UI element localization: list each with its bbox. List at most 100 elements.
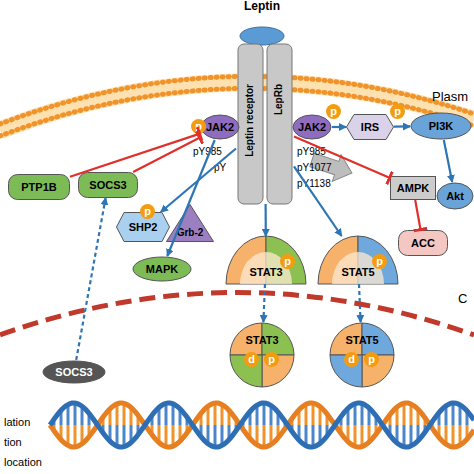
activation-arrow	[359, 284, 361, 322]
node-subtitle: LepRb	[273, 84, 284, 115]
phospho-mark: p	[372, 254, 387, 269]
dna-rung	[123, 425, 126, 447]
node-title: JAK2	[298, 121, 326, 133]
dna-rung	[214, 403, 217, 425]
phospho-mark: p	[390, 104, 405, 119]
kinase: MAPK	[132, 256, 192, 282]
gene-product: SOCS3	[42, 360, 106, 384]
rounded-shape	[79, 173, 138, 198]
kinase: JAK2	[200, 114, 240, 140]
connector	[76, 198, 105, 360]
phospho-mark: p	[191, 119, 206, 134]
connector	[394, 126, 410, 127]
dna-rung	[452, 403, 455, 425]
site-label: pY985	[297, 146, 326, 157]
dna-helix	[50, 403, 474, 447]
dimer: STAT5	[322, 322, 402, 388]
activation-arrow	[265, 204, 267, 236]
node-title: STAT5	[341, 266, 374, 278]
kinase: JAK2	[292, 114, 332, 140]
inhibition-line	[70, 134, 200, 177]
node-title: PTP1B	[21, 181, 56, 193]
node-outline	[222, 322, 302, 388]
node-title: AMPK	[397, 182, 429, 194]
site-label: pY985	[193, 146, 222, 157]
dna-strand	[50, 403, 474, 447]
inhibition-line	[294, 137, 390, 179]
dna-rung	[312, 425, 315, 447]
dimer: STAT3	[222, 322, 302, 388]
dna-rung	[214, 425, 217, 447]
kinase-box: AMPK	[390, 176, 436, 200]
ellipse-shape	[133, 257, 191, 281]
region-label: C	[458, 292, 467, 306]
node-title: IRS	[361, 121, 379, 133]
legend-row: tion	[2, 436, 24, 448]
legend-row: lation	[2, 416, 32, 428]
dna-rung	[263, 403, 266, 425]
activation-arrow	[161, 149, 236, 213]
phospho-mark: p	[264, 352, 279, 367]
legend-text: location	[2, 456, 44, 468]
connector	[415, 200, 420, 230]
kinase: Akt	[436, 182, 474, 210]
node-title: SHP2	[129, 221, 158, 233]
receptor-chain	[238, 44, 263, 204]
node-title: MAPK	[146, 263, 178, 275]
node-title: STAT3	[249, 266, 282, 278]
activation-arrow	[394, 125, 410, 127]
dna-rung	[361, 404, 364, 425]
phospho-mark: p	[326, 104, 341, 119]
hexagon-shape	[347, 115, 394, 140]
adaptor-triangle: Grb-2	[166, 204, 214, 242]
node-title: Akt	[446, 190, 464, 202]
node-title: STAT3	[245, 334, 278, 346]
dna-rung	[74, 403, 77, 425]
node-title: Grb-2	[177, 227, 204, 239]
connector	[444, 140, 452, 182]
kinase: PI3K	[410, 112, 472, 140]
connector	[161, 149, 236, 213]
dna-strand	[50, 403, 474, 447]
dna-rung	[165, 403, 168, 425]
enzyme-box: ACC	[398, 230, 448, 256]
membrane-heads-outer	[0, 76, 474, 124]
rounded-shape	[9, 175, 70, 200]
site-label: pY1077	[297, 162, 331, 173]
inhibition-line	[133, 137, 200, 172]
activation-arrow	[332, 126, 346, 128]
dna-rung	[165, 425, 168, 447]
dna-rung	[312, 403, 315, 425]
dna-rung	[123, 403, 126, 425]
dna-rung	[361, 425, 364, 446]
ellipse-shape	[293, 115, 331, 139]
site-label: pY1138	[297, 178, 331, 189]
triangle-shape	[167, 205, 214, 242]
connector	[133, 137, 200, 172]
activation-arrow	[263, 284, 265, 322]
ligand-shape	[240, 27, 284, 45]
node-title: ACC	[411, 237, 435, 249]
node-title: SOCS3	[89, 179, 126, 191]
connector	[70, 134, 200, 177]
legend-text: lation	[2, 416, 32, 428]
connector	[359, 284, 361, 322]
legend-row: location	[2, 456, 44, 468]
dna-rung	[263, 425, 266, 447]
legend-text: tion	[2, 436, 24, 448]
activation-arrow	[444, 140, 452, 182]
receptor-chain	[267, 44, 292, 204]
receptor: Leptin receptor LepRb	[236, 44, 294, 204]
node-outline	[322, 322, 402, 388]
dna-rung	[403, 403, 406, 425]
rect-shape	[391, 177, 436, 200]
node-title: STAT5	[345, 334, 378, 346]
phospho-mark: p	[140, 204, 155, 219]
node-title: Leptin receptor	[244, 84, 255, 157]
activation-arrow	[76, 198, 105, 360]
connector	[265, 204, 266, 236]
connector	[263, 284, 265, 322]
region-label: Plasm	[432, 90, 468, 104]
ellipse-shape	[201, 115, 239, 139]
rounded-shape	[399, 231, 448, 256]
